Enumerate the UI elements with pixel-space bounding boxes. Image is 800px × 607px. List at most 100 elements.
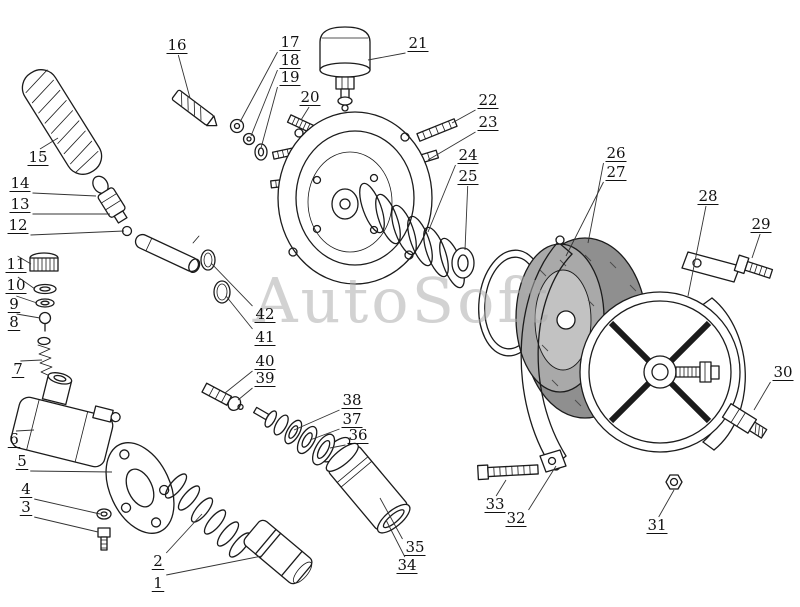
leader-line-21 bbox=[367, 52, 406, 61]
part-number-23: 23 bbox=[478, 113, 497, 131]
part-number-17: 17 bbox=[280, 33, 299, 51]
leader-line-7 bbox=[20, 359, 43, 362]
part-number-22: 22 bbox=[478, 91, 497, 109]
part-piston-stack bbox=[253, 406, 336, 466]
part-number-4: 4 bbox=[21, 480, 31, 498]
part-link-valve bbox=[92, 175, 128, 224]
leader-line-26 bbox=[587, 162, 604, 244]
leader-line-2 bbox=[165, 513, 203, 554]
part-washers bbox=[229, 118, 268, 161]
leader-line-24 bbox=[427, 164, 456, 233]
leader-line-12 bbox=[30, 230, 125, 236]
leader-line-38 bbox=[293, 409, 340, 431]
leader-line-4 bbox=[34, 498, 101, 515]
leader-line-14 bbox=[32, 192, 97, 197]
leader-line-36 bbox=[329, 444, 346, 449]
leader-line-41 bbox=[225, 295, 253, 330]
part-elbow-fitting bbox=[721, 403, 768, 439]
part-return-spring bbox=[359, 182, 465, 289]
part-small-pin bbox=[192, 235, 200, 244]
leader-line-30 bbox=[753, 381, 771, 411]
part-number-6: 6 bbox=[9, 430, 19, 448]
part-piston bbox=[243, 519, 313, 585]
leader-line-5 bbox=[30, 470, 113, 473]
part-number-19: 19 bbox=[280, 68, 299, 86]
part-number-16: 16 bbox=[167, 36, 186, 54]
part-clamp-tab bbox=[539, 449, 567, 473]
part-reservoir bbox=[319, 26, 371, 112]
part-number-15: 15 bbox=[28, 148, 47, 166]
part-number-20: 20 bbox=[300, 88, 319, 106]
part-threaded-pin bbox=[171, 89, 218, 127]
part-number-25: 25 bbox=[458, 167, 477, 185]
leader-line-19 bbox=[260, 86, 278, 149]
part-number-33: 33 bbox=[485, 495, 504, 513]
part-number-14: 14 bbox=[10, 174, 29, 192]
part-number-2: 2 bbox=[153, 552, 163, 570]
part-number-24: 24 bbox=[458, 146, 477, 164]
leader-line-32 bbox=[528, 465, 557, 511]
part-number-40: 40 bbox=[255, 352, 274, 370]
leader-line-31 bbox=[658, 489, 675, 518]
part-booster-shell bbox=[270, 111, 458, 285]
part-number-10: 10 bbox=[6, 276, 25, 294]
part-pushrod bbox=[134, 233, 201, 274]
part-seal-rings bbox=[200, 249, 231, 304]
part-bolt-29 bbox=[733, 254, 774, 279]
part-number-21: 21 bbox=[408, 34, 427, 52]
leader-line-8 bbox=[16, 313, 41, 319]
leader-line-40 bbox=[224, 370, 253, 394]
part-number-8: 8 bbox=[9, 313, 19, 331]
part-number-35: 35 bbox=[405, 538, 424, 556]
leader-line-17 bbox=[239, 51, 278, 123]
part-number-18: 18 bbox=[280, 51, 299, 69]
leader-line-16 bbox=[177, 54, 191, 99]
part-number-31: 31 bbox=[647, 516, 666, 534]
leader-line-27 bbox=[565, 181, 604, 257]
part-number-32: 32 bbox=[506, 509, 525, 527]
leader-line-37 bbox=[309, 428, 340, 441]
leader-line-3 bbox=[34, 516, 99, 533]
leader-line-29 bbox=[751, 233, 761, 259]
part-number-3: 3 bbox=[21, 498, 31, 516]
watermark: AutoSoft bbox=[252, 264, 552, 337]
part-number-38: 38 bbox=[342, 391, 361, 409]
part-number-5: 5 bbox=[17, 452, 27, 470]
part-bolt-33 bbox=[477, 464, 539, 481]
part-rear-cover bbox=[579, 291, 741, 453]
part-master-cylinder bbox=[10, 252, 175, 551]
leader-line-28 bbox=[687, 205, 707, 297]
leader-line-20 bbox=[300, 106, 310, 121]
leader-line-25 bbox=[464, 185, 469, 251]
part-number-30: 30 bbox=[773, 363, 792, 381]
part-number-1: 1 bbox=[153, 574, 163, 592]
leader-line-39 bbox=[237, 387, 253, 401]
part-number-26: 26 bbox=[606, 144, 625, 162]
leader-line-10 bbox=[17, 276, 36, 290]
part-sleeve bbox=[321, 436, 411, 534]
part-number-7: 7 bbox=[13, 360, 23, 378]
part-number-36: 36 bbox=[348, 426, 367, 444]
part-number-9: 9 bbox=[9, 295, 19, 313]
leader-line-23 bbox=[427, 131, 476, 161]
part-spring-seat bbox=[451, 247, 475, 279]
part-valve-fitting bbox=[201, 382, 244, 412]
part-number-13: 13 bbox=[10, 195, 29, 213]
leader-line-42 bbox=[210, 262, 253, 307]
leader-line-33 bbox=[495, 479, 507, 497]
leader-line-1 bbox=[166, 555, 263, 576]
part-number-29: 29 bbox=[751, 215, 770, 233]
leader-line-6 bbox=[15, 429, 35, 432]
part-number-27: 27 bbox=[606, 163, 625, 181]
leader-line-34 bbox=[385, 519, 406, 558]
leader-line-11 bbox=[17, 255, 32, 265]
part-number-28: 28 bbox=[698, 187, 717, 205]
leader-line-35 bbox=[379, 497, 403, 540]
part-number-11: 11 bbox=[6, 255, 25, 273]
leader-line-9 bbox=[16, 295, 38, 304]
part-piston-spring bbox=[164, 473, 252, 558]
part-number-37: 37 bbox=[342, 410, 361, 428]
